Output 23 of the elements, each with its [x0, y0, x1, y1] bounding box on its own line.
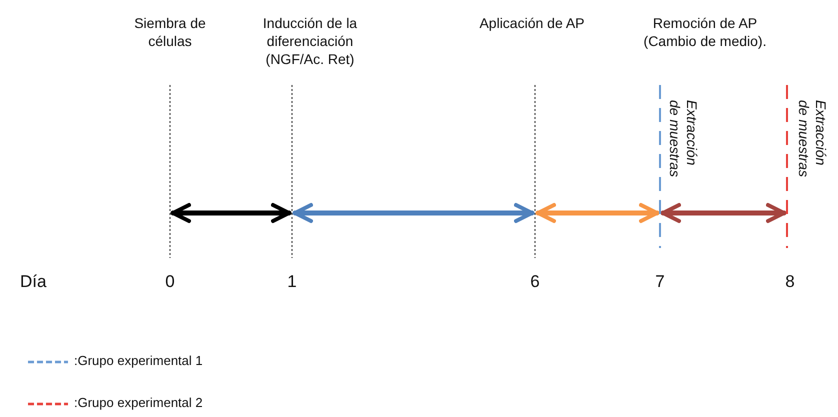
legend-label: :Grupo experimental 1	[74, 353, 203, 368]
double-arrow	[292, 203, 534, 223]
event-label: Remoción de AP (Cambio de medio).	[642, 14, 768, 50]
axis-label: Día	[20, 272, 48, 292]
sample-label: Extracción de muestras	[666, 100, 700, 180]
day-number: 7	[654, 272, 666, 292]
sample-label: Extracción de muestras	[795, 100, 829, 180]
day-number: 6	[529, 272, 541, 292]
event-label: Aplicación de AP	[478, 14, 586, 32]
double-arrow	[536, 203, 660, 223]
day-number: 1	[286, 272, 298, 292]
timeline-marker	[167, 85, 173, 258]
double-arrow	[660, 203, 786, 223]
event-label: Siembra de células	[133, 14, 207, 50]
timeline-marker	[657, 85, 663, 248]
timeline-marker	[532, 85, 538, 258]
event-label: Inducción de la diferenciación (NGF/Ac. Ret)	[262, 14, 358, 68]
legend-label: :Grupo experimental 2	[74, 395, 203, 410]
double-arrow	[170, 203, 292, 223]
day-number: 8	[784, 272, 796, 292]
timeline-marker	[289, 85, 295, 258]
day-number: 0	[164, 272, 176, 292]
timeline-marker	[784, 85, 790, 248]
